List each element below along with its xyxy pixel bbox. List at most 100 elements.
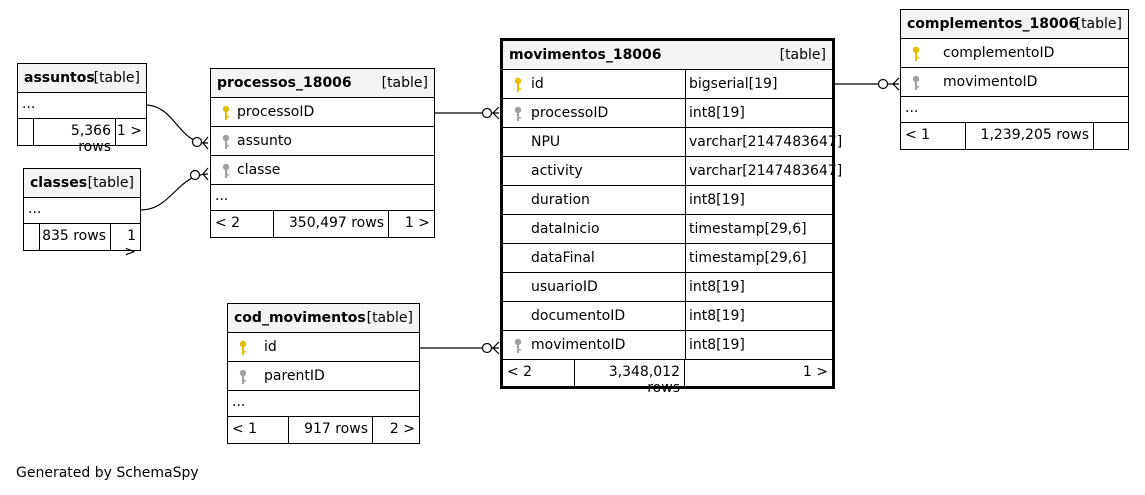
table-classes[interactable]: classes [table] ... 835 rows 1 > <box>23 168 141 260</box>
children-link <box>1094 123 1128 149</box>
column-type: timestamp[29,6] <box>685 215 832 243</box>
more-columns: ... <box>211 185 434 211</box>
column-name: activity <box>531 163 583 179</box>
row-count: 917 rows <box>289 417 373 443</box>
column-name: dataInicio <box>531 221 600 237</box>
table-movimentos[interactable]: movimentos_18006 [table] id bigserial[19… <box>500 38 842 396</box>
table-name[interactable]: movimentos_18006 <box>509 47 662 63</box>
column-row[interactable]: usuarioID int8[19] <box>503 273 832 302</box>
ellipsis: ... <box>28 201 42 217</box>
table-processos[interactable]: processos_18006 [table] processoID assun… <box>210 68 435 238</box>
table-kind: [table] <box>381 75 428 91</box>
column-row[interactable]: parentID <box>228 362 419 391</box>
column-row[interactable]: duration int8[19] <box>503 186 832 215</box>
foreign-key-icon <box>222 134 230 149</box>
table-kind: [table] <box>93 70 140 86</box>
column-type: bigserial[19] <box>685 70 832 98</box>
table-name[interactable]: complementos_18006 <box>907 16 1079 32</box>
table-footer: 835 rows 1 > <box>24 224 140 260</box>
primary-key-icon <box>514 77 522 92</box>
column-row[interactable]: movimentoID int8[19] <box>503 331 832 360</box>
row-count: 5,366 rows <box>34 119 116 155</box>
rel-processos-movimentos-many <box>492 106 500 120</box>
column-name: processoID <box>237 104 315 120</box>
column-name: documentoID <box>531 308 626 324</box>
rel-classes-processos <box>140 173 209 211</box>
column-row[interactable]: classe <box>211 156 434 185</box>
table-header: processos_18006 [table] <box>211 69 434 98</box>
table-kind: [table] <box>366 310 413 326</box>
column-type: varchar[2147483647] <box>685 157 842 185</box>
ellipsis: ... <box>22 96 36 112</box>
column-row[interactable]: movimentoID <box>901 68 1128 97</box>
foreign-key-icon <box>514 106 522 121</box>
table-assuntos[interactable]: assuntos [table] ... 5,366 rows 1 > <box>17 63 147 155</box>
column-type: int8[19] <box>685 331 832 359</box>
row-count: 1,239,205 rows <box>966 123 1094 149</box>
ellipsis: ... <box>215 188 229 204</box>
column-type: int8[19] <box>685 302 832 330</box>
column-row[interactable]: dataFinal timestamp[29,6] <box>503 244 832 273</box>
table-name[interactable]: assuntos <box>24 70 95 86</box>
column-row[interactable]: processoID int8[19] <box>503 99 832 128</box>
parents-link[interactable]: < 1 <box>228 417 289 443</box>
column-row[interactable]: dataInicio timestamp[29,6] <box>503 215 832 244</box>
parents-link[interactable]: < 2 <box>503 360 575 386</box>
parents-count <box>24 224 40 250</box>
table-footer: < 1 917 rows 2 > <box>228 417 419 443</box>
column-name: parentID <box>264 368 325 384</box>
row-count: 350,497 rows <box>274 211 389 237</box>
rel-assuntos-processos-optional <box>191 136 203 148</box>
row-count: 835 rows <box>40 224 111 250</box>
children-link[interactable]: 1 > <box>124 228 136 260</box>
rel-processos-movimentos-optional <box>481 107 493 119</box>
column-row[interactable]: activity varchar[2147483647] <box>503 157 842 186</box>
primary-key-icon <box>239 340 247 355</box>
column-row[interactable]: complementoID <box>901 39 1128 68</box>
table-name[interactable]: cod_movimentos <box>234 310 366 326</box>
table-header: assuntos [table] <box>18 64 146 93</box>
parents-link[interactable]: < 1 <box>901 123 966 149</box>
more-columns: ... <box>24 198 140 224</box>
column-row[interactable]: id <box>228 333 419 362</box>
more-columns: ... <box>228 391 419 417</box>
children-link[interactable]: 2 > <box>389 421 415 437</box>
column-type: int8[19] <box>685 186 832 214</box>
foreign-key-icon <box>514 338 522 353</box>
table-complementos[interactable]: complementos_18006 [table] complementoID… <box>900 9 1129 150</box>
column-name: classe <box>237 162 281 178</box>
rel-movimentos-complementos-many <box>892 77 900 91</box>
column-row[interactable]: documentoID int8[19] <box>503 302 832 331</box>
foreign-key-icon <box>912 75 920 90</box>
primary-key-icon <box>912 46 920 61</box>
table-header: movimentos_18006 [table] <box>503 41 832 70</box>
rel-movimentos-complementos-optional <box>877 78 889 90</box>
column-name: movimentoID <box>943 74 1038 90</box>
foreign-key-icon <box>222 163 230 178</box>
column-name: duration <box>531 192 590 208</box>
children-link[interactable]: 1 > <box>802 364 828 380</box>
column-name: NPU <box>531 134 561 150</box>
column-name: id <box>264 339 277 355</box>
column-row[interactable]: id bigserial[19] <box>503 70 832 99</box>
rel-classes-processos-optional <box>189 169 201 181</box>
column-row[interactable]: assunto <box>211 127 434 156</box>
column-row[interactable]: NPU varchar[2147483647] <box>503 128 842 157</box>
generator-credit: Generated by SchemaSpy <box>16 465 199 481</box>
children-link[interactable]: 1 > <box>404 215 430 231</box>
parents-link[interactable]: < 2 <box>211 211 274 237</box>
children-link[interactable]: 1 > <box>116 123 142 139</box>
table-name[interactable]: classes <box>30 175 88 191</box>
table-footer: < 1 1,239,205 rows <box>901 123 1128 149</box>
column-name: id <box>531 76 544 92</box>
column-row[interactable]: processoID <box>211 98 434 127</box>
primary-key-icon <box>222 105 230 120</box>
table-name[interactable]: processos_18006 <box>217 75 352 91</box>
table-header: classes [table] <box>24 169 140 198</box>
column-name: dataFinal <box>531 250 595 266</box>
table-cod-movimentos[interactable]: cod_movimentos [table] id parentID ... <… <box>227 303 420 444</box>
column-type: int8[19] <box>685 273 832 301</box>
column-name: usuarioID <box>531 279 598 295</box>
table-header: cod_movimentos [table] <box>228 304 419 333</box>
